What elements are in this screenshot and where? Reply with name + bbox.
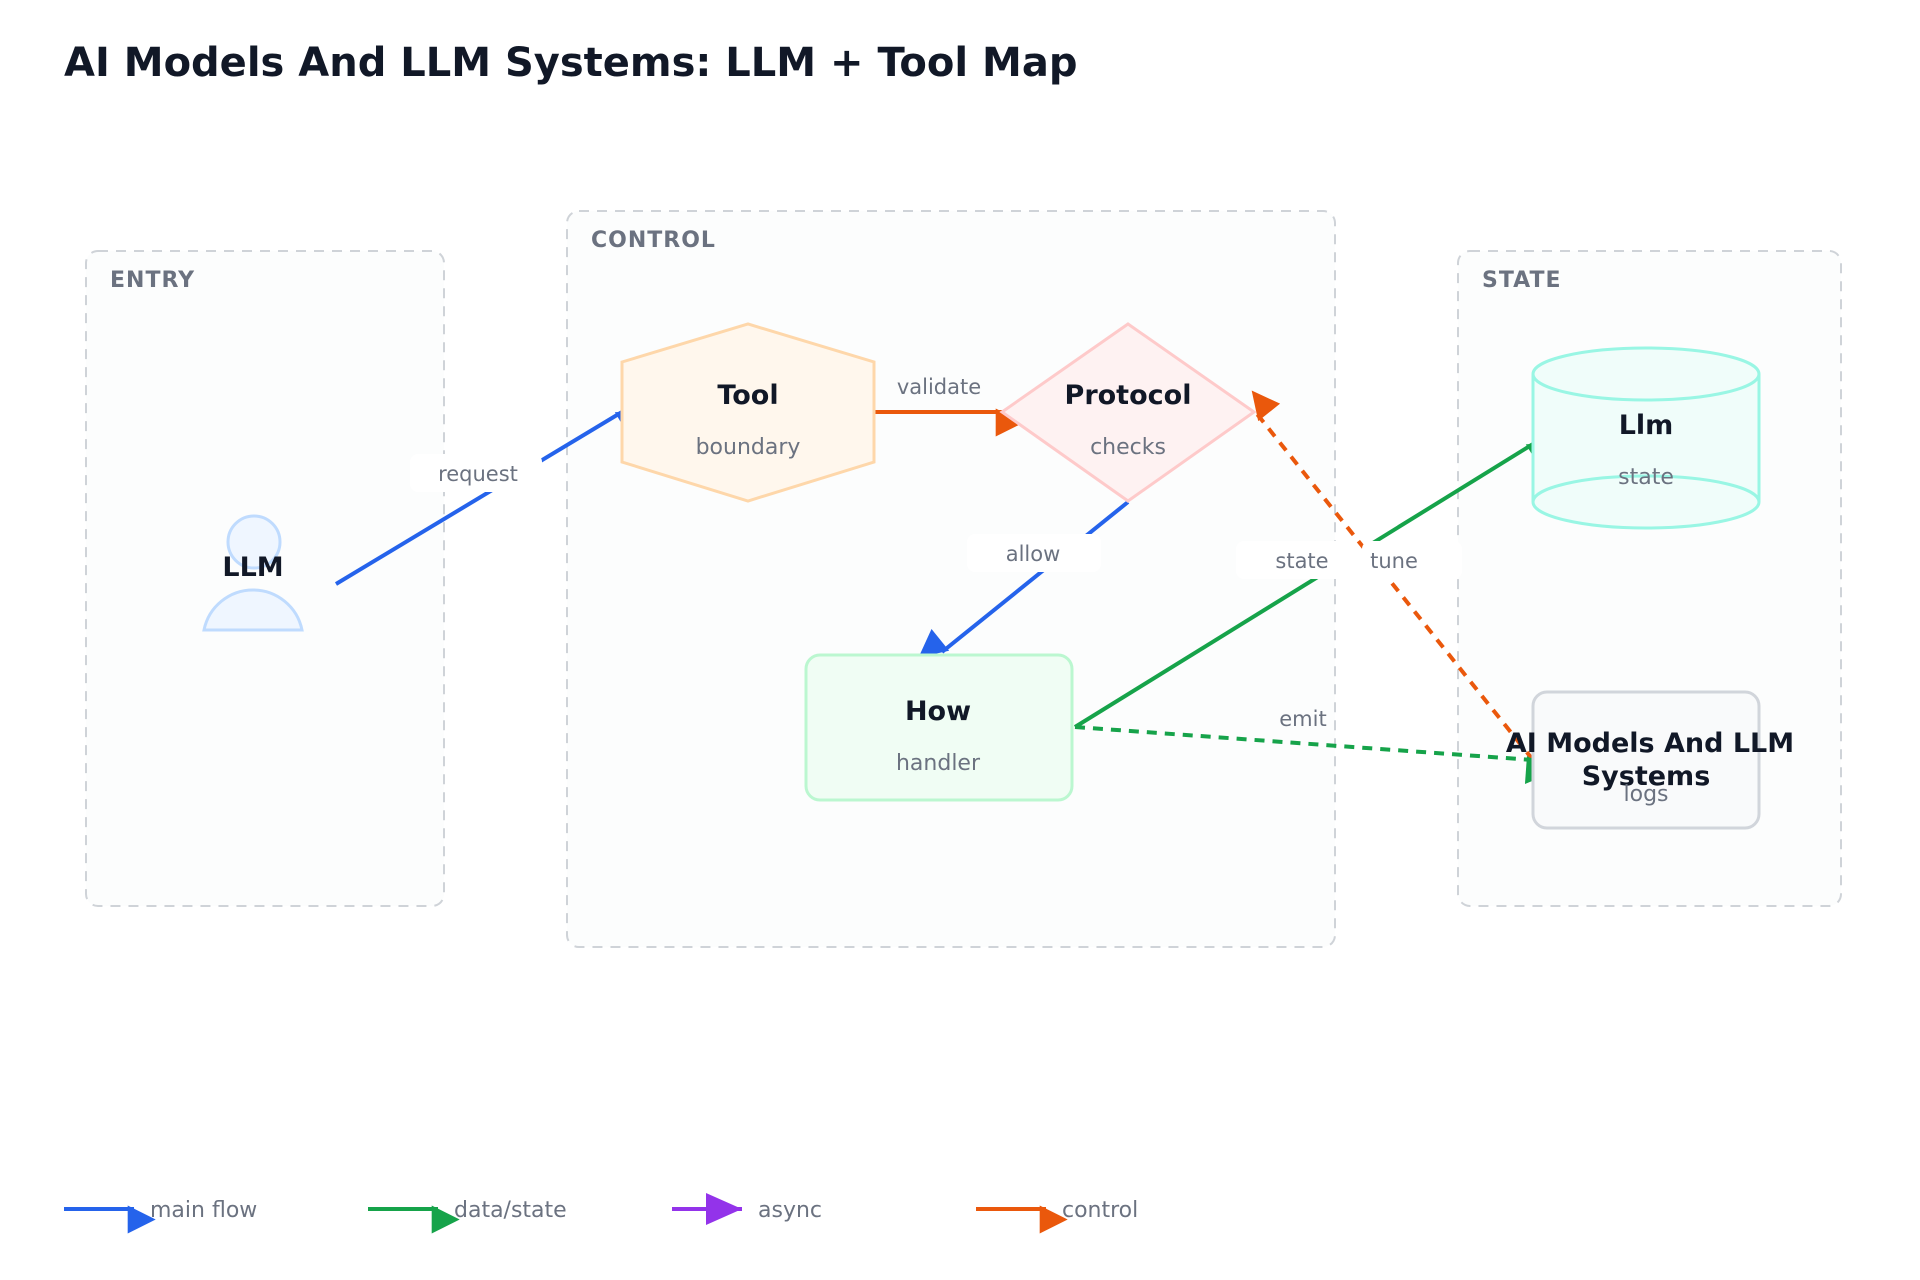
person-icon [226,514,282,570]
node-tool[interactable]: Tool boundary [620,322,876,503]
node-sub-tool: boundary [696,435,801,460]
node-title-llm: LLM [222,552,283,583]
node-sub-how: handler [896,751,981,776]
group-label-control: CONTROL [591,228,716,253]
group-entry: ENTRY [85,250,445,907]
edge-request[interactable]: request [334,409,647,586]
legend: main flow data/state async control [64,1193,1138,1234]
group-label-entry: ENTRY [110,268,195,293]
node-llm-store[interactable]: Llm state [1531,346,1761,530]
database-icon [1531,346,1761,402]
edge-label-allow: allow [1006,542,1061,566]
legend-label-async: async [758,1198,822,1223]
edge-label-tune: tune [1370,549,1418,573]
edge-label-validate: validate [897,375,981,399]
edge-label-state: state [1275,549,1328,573]
legend-item-data-state: data/state [368,1198,567,1234]
node-how[interactable]: How handler [804,653,1074,802]
edge-emit[interactable]: emit [1074,707,1554,784]
edge-label-emit: emit [1279,707,1326,731]
node-sub-llm-store: state [1618,465,1674,490]
edge-label-request: request [438,462,518,486]
node-title-llm-store: Llm [1619,410,1674,441]
node-title-logs-line2: Systems [1582,761,1711,792]
edge-state[interactable]: state [1073,441,1557,729]
legend-item-control: control [976,1198,1138,1234]
edge-tune[interactable]: tune [1251,390,1535,762]
node-llm-actor[interactable]: LLM [202,514,304,632]
group-label-state: STATE [1482,268,1562,293]
node-sub-logs: logs [1624,782,1669,807]
node-protocol[interactable]: Protocol checks [999,322,1257,503]
node-title-logs-line1: AI Models And LLM [1506,728,1794,759]
edge-validate[interactable]: validate [875,375,1024,437]
legend-item-async: async [672,1193,822,1225]
node-title-protocol: Protocol [1065,380,1192,411]
group-control: CONTROL [566,210,1336,948]
node-title-how: How [905,696,971,727]
node-sub-protocol: checks [1090,435,1166,460]
legend-label-main-flow: main flow [150,1198,257,1223]
legend-label-data-state: data/state [454,1198,567,1223]
node-title-tool: Tool [717,380,778,411]
legend-label-control: control [1062,1198,1138,1223]
edge-allow[interactable]: allow [918,500,1130,658]
node-logs[interactable]: AI Models And LLM Systems logs [1506,690,1794,830]
page-title: AI Models And LLM Systems: LLM + Tool Ma… [64,40,1077,86]
legend-item-main-flow: main flow [64,1198,257,1234]
